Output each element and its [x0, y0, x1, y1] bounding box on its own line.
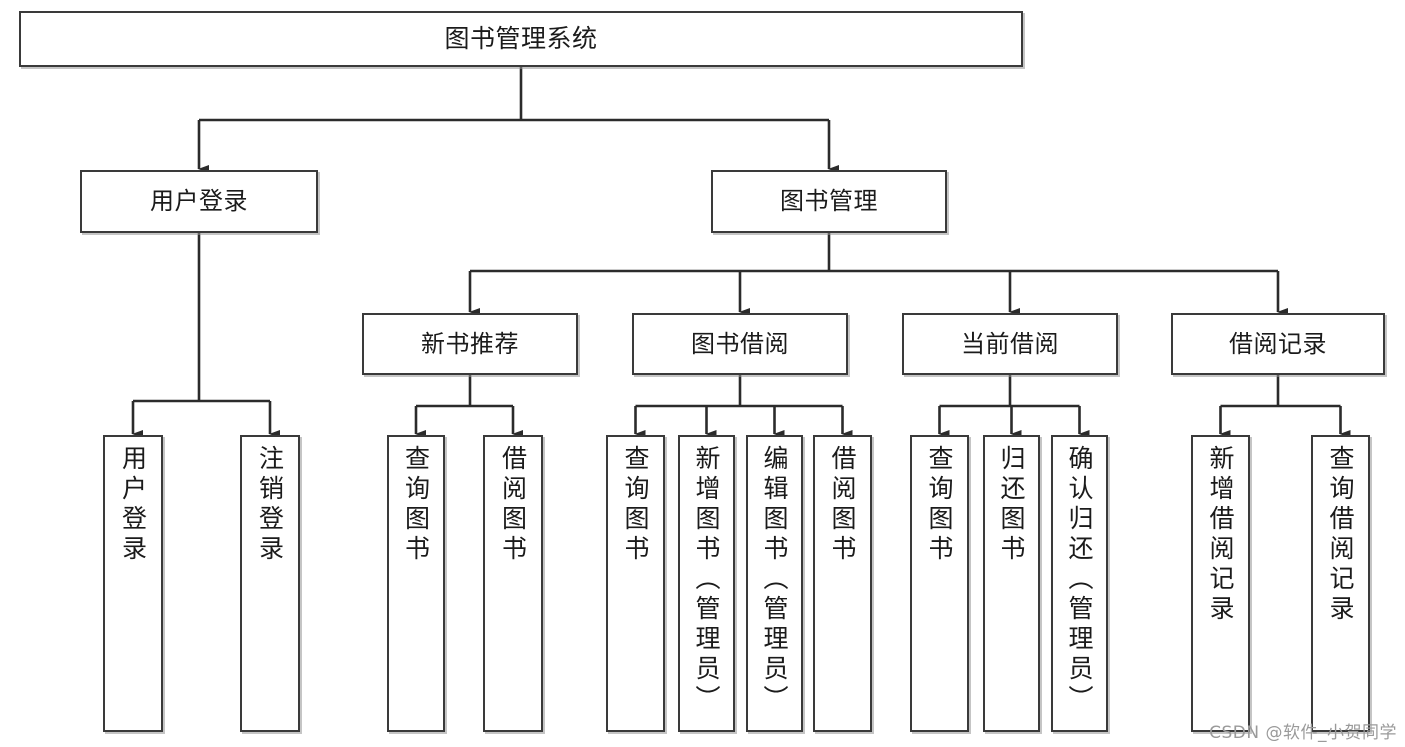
node-leaf-query-record[interactable]: 查询借阅记录	[1311, 435, 1370, 732]
node-leaf-return-book[interactable]: 归还图书	[983, 435, 1040, 732]
node-records[interactable]: 借阅记录	[1171, 313, 1385, 375]
node-label: 图书管理系统	[444, 24, 598, 54]
node-label: 图书管理	[780, 187, 878, 216]
node-label: 新书推荐	[421, 329, 519, 358]
node-borrow[interactable]: 图书借阅	[632, 313, 848, 375]
node-leaf-query-book-1[interactable]: 查询图书	[387, 435, 445, 732]
node-leaf-add-book[interactable]: 新增图书（管理员）	[678, 435, 735, 732]
node-leaf-query-book-3[interactable]: 查询图书	[910, 435, 969, 732]
node-label: 用户登录	[150, 187, 248, 216]
node-label: 新增借阅记录	[1206, 445, 1235, 625]
node-label: 编辑图书（管理员）	[760, 445, 789, 715]
node-label: 查询图书	[925, 445, 954, 565]
node-login[interactable]: 用户登录	[80, 170, 318, 233]
node-label: 查询图书	[621, 445, 650, 565]
node-label: 借阅图书	[828, 445, 857, 565]
node-label: 借阅图书	[498, 445, 528, 565]
node-label: 当前借阅	[961, 329, 1059, 358]
node-label: 用户登录	[118, 445, 148, 565]
node-label: 图书借阅	[691, 329, 789, 358]
node-label: 查询图书	[401, 445, 431, 565]
node-bookmgmt[interactable]: 图书管理	[711, 170, 947, 233]
node-leaf-edit-book[interactable]: 编辑图书（管理员）	[746, 435, 803, 732]
node-leaf-user-login[interactable]: 用户登录	[103, 435, 163, 732]
node-leaf-query-book-2[interactable]: 查询图书	[606, 435, 665, 732]
node-leaf-confirm-return[interactable]: 确认归还（管理员）	[1051, 435, 1108, 732]
node-leaf-add-record[interactable]: 新增借阅记录	[1191, 435, 1250, 732]
node-label: 查询借阅记录	[1326, 445, 1355, 625]
node-root[interactable]: 图书管理系统	[19, 11, 1023, 67]
node-current[interactable]: 当前借阅	[902, 313, 1118, 375]
node-leaf-borrow-book-1[interactable]: 借阅图书	[483, 435, 543, 732]
node-newbook[interactable]: 新书推荐	[362, 313, 578, 375]
node-leaf-user-logout[interactable]: 注销登录	[240, 435, 300, 732]
node-label: 确认归还（管理员）	[1065, 445, 1094, 715]
node-label: 借阅记录	[1229, 329, 1327, 358]
node-label: 新增图书（管理员）	[692, 445, 721, 715]
node-label: 注销登录	[255, 445, 285, 565]
watermark-text: CSDN @软件_小贺同学	[1209, 723, 1397, 743]
node-leaf-borrow-book-2[interactable]: 借阅图书	[813, 435, 872, 732]
node-label: 归还图书	[997, 445, 1026, 565]
